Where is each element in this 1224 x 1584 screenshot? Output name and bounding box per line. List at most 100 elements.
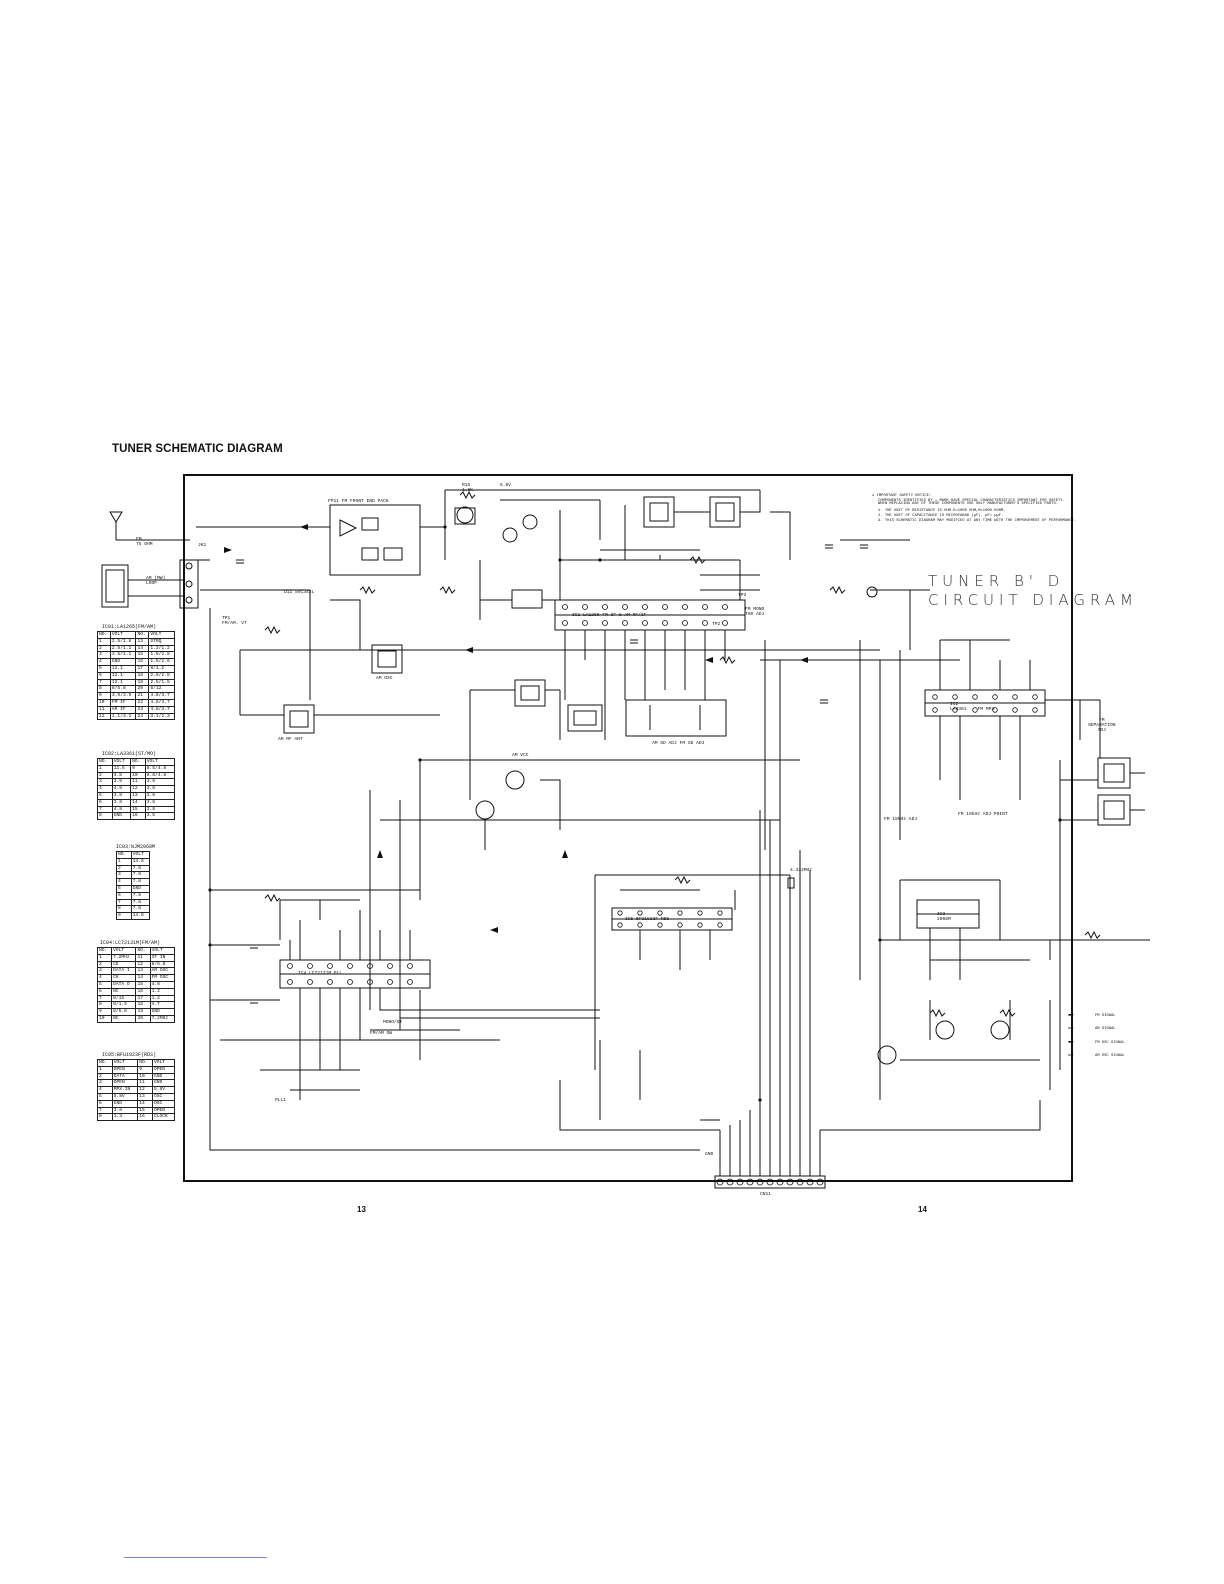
ic5-voltage-table-title: IC05:BFU1923F(RDS) xyxy=(102,1052,157,1058)
ic5-label: IC5 BFU1923F RDS xyxy=(625,917,670,922)
table-cell: 16 xyxy=(135,658,150,666)
table-cell: 15 xyxy=(135,651,150,660)
table-cell: GND xyxy=(152,1072,175,1081)
table-cell: 22 xyxy=(135,698,150,707)
table-cell: 14.8 xyxy=(130,912,151,920)
fm-am-sw-label: FM/AM SW xyxy=(370,1031,393,1036)
fm-separation-label: FM SEPARATION ADJ xyxy=(1088,718,1116,733)
table-cell: 24 xyxy=(135,712,150,721)
table-cell: 6 xyxy=(96,987,113,996)
table-cell: 7.2MHz xyxy=(149,1014,176,1023)
table-cell: 3.5/1.1 xyxy=(109,651,137,660)
table-cell: 8/15 xyxy=(111,994,137,1003)
table-cell: 8/5.8 xyxy=(109,685,137,694)
ic2-label: IC2 LA3361 FM MPX xyxy=(950,702,995,712)
safety-note: WHEN REPLACING ANY OF THESE COMPONENTS U… xyxy=(878,502,1059,506)
table-cell: 7.8 xyxy=(130,878,151,886)
table-cell: NO. xyxy=(137,1059,154,1067)
table-cell: VOLT xyxy=(111,1059,139,1067)
page-number-left: 13 xyxy=(357,1205,366,1214)
fm-antenna-label: FM 75 OHM xyxy=(136,537,153,547)
am-vcc-label: AM VCC xyxy=(512,753,529,758)
table-cell: FM IF xyxy=(109,698,137,707)
table-cell: 19 xyxy=(135,1008,151,1016)
tp1-label: TP1 FM/AM. VT xyxy=(222,616,247,626)
table-cell: 10 xyxy=(96,1014,113,1023)
table-cell: 8 xyxy=(116,905,132,914)
table-cell: NO. xyxy=(96,947,113,955)
table-cell: 7.8 xyxy=(130,891,151,900)
tp2-label: TP2 xyxy=(712,622,721,627)
table-cell: DATA O xyxy=(111,980,137,989)
table-cell: 5.8V xyxy=(152,1086,175,1094)
table-cell: 12 xyxy=(135,960,151,969)
table-cell: CLOCK xyxy=(152,1113,175,1122)
table-cell: MPX.IN xyxy=(111,1086,139,1094)
table-cell: 2.5/1.8 xyxy=(109,637,137,646)
board-title-line1: TUNER B' D xyxy=(928,572,1065,590)
r15-label: R15 1.8K xyxy=(462,483,474,493)
table-cell: GND xyxy=(111,812,132,821)
table-cell: 12.1 xyxy=(109,671,137,680)
ic4-voltage-table-title: IC04:LC72131M(FM/AM) xyxy=(100,940,161,946)
table-cell: 8.5/4.8 xyxy=(144,764,176,773)
table-cell: 16 xyxy=(135,987,151,996)
table-cell: 3.8 xyxy=(111,798,132,807)
table-cell: 4.8/3.7 xyxy=(148,692,175,700)
table-cell: CE xyxy=(111,960,137,969)
table-cell: 5 xyxy=(96,980,113,989)
table-cell: 1 xyxy=(97,637,111,646)
table-cell: 7 xyxy=(116,898,132,907)
fm-osc-arrow-icon: ➡ xyxy=(1068,1039,1074,1046)
table-cell: 2 xyxy=(96,960,113,969)
table-cell: IF IN xyxy=(149,953,176,962)
table-cell: 9 xyxy=(96,1008,113,1016)
table-cell: 7 xyxy=(97,1106,113,1115)
table-cell: 4.8 xyxy=(111,785,132,793)
am-rf-ant-label: AM RF ANT xyxy=(278,737,303,742)
table-cell: 17 xyxy=(135,664,150,673)
table-cell: 23 xyxy=(135,705,150,714)
schematic-frame xyxy=(183,474,1073,1182)
table-cell: 7.8 xyxy=(130,871,151,880)
table-cell: GND xyxy=(152,1079,175,1088)
table-cell: 1.5/2.8 xyxy=(148,651,175,660)
table-cell: 9 xyxy=(137,1065,154,1074)
table-cell: 18 xyxy=(135,671,150,680)
table-cell: VOLT xyxy=(152,1059,175,1067)
table-cell: 12 xyxy=(137,1086,154,1094)
table-cell: 2 xyxy=(116,864,132,873)
table-cell: 12 xyxy=(130,785,146,793)
table-cell: 3 xyxy=(97,1079,113,1088)
table-cell: OSC xyxy=(152,1092,175,1101)
table-cell: NO. xyxy=(135,631,150,639)
sd-adj-label: AM SD ADJ FM SD ADJ xyxy=(652,741,705,746)
table-cell: 3.8 xyxy=(111,1106,139,1115)
table-cell: 11 xyxy=(137,1079,154,1088)
legend-label: FM OSC SIGNAL xyxy=(1095,1041,1125,1045)
table-cell: 14.8 xyxy=(130,857,151,866)
